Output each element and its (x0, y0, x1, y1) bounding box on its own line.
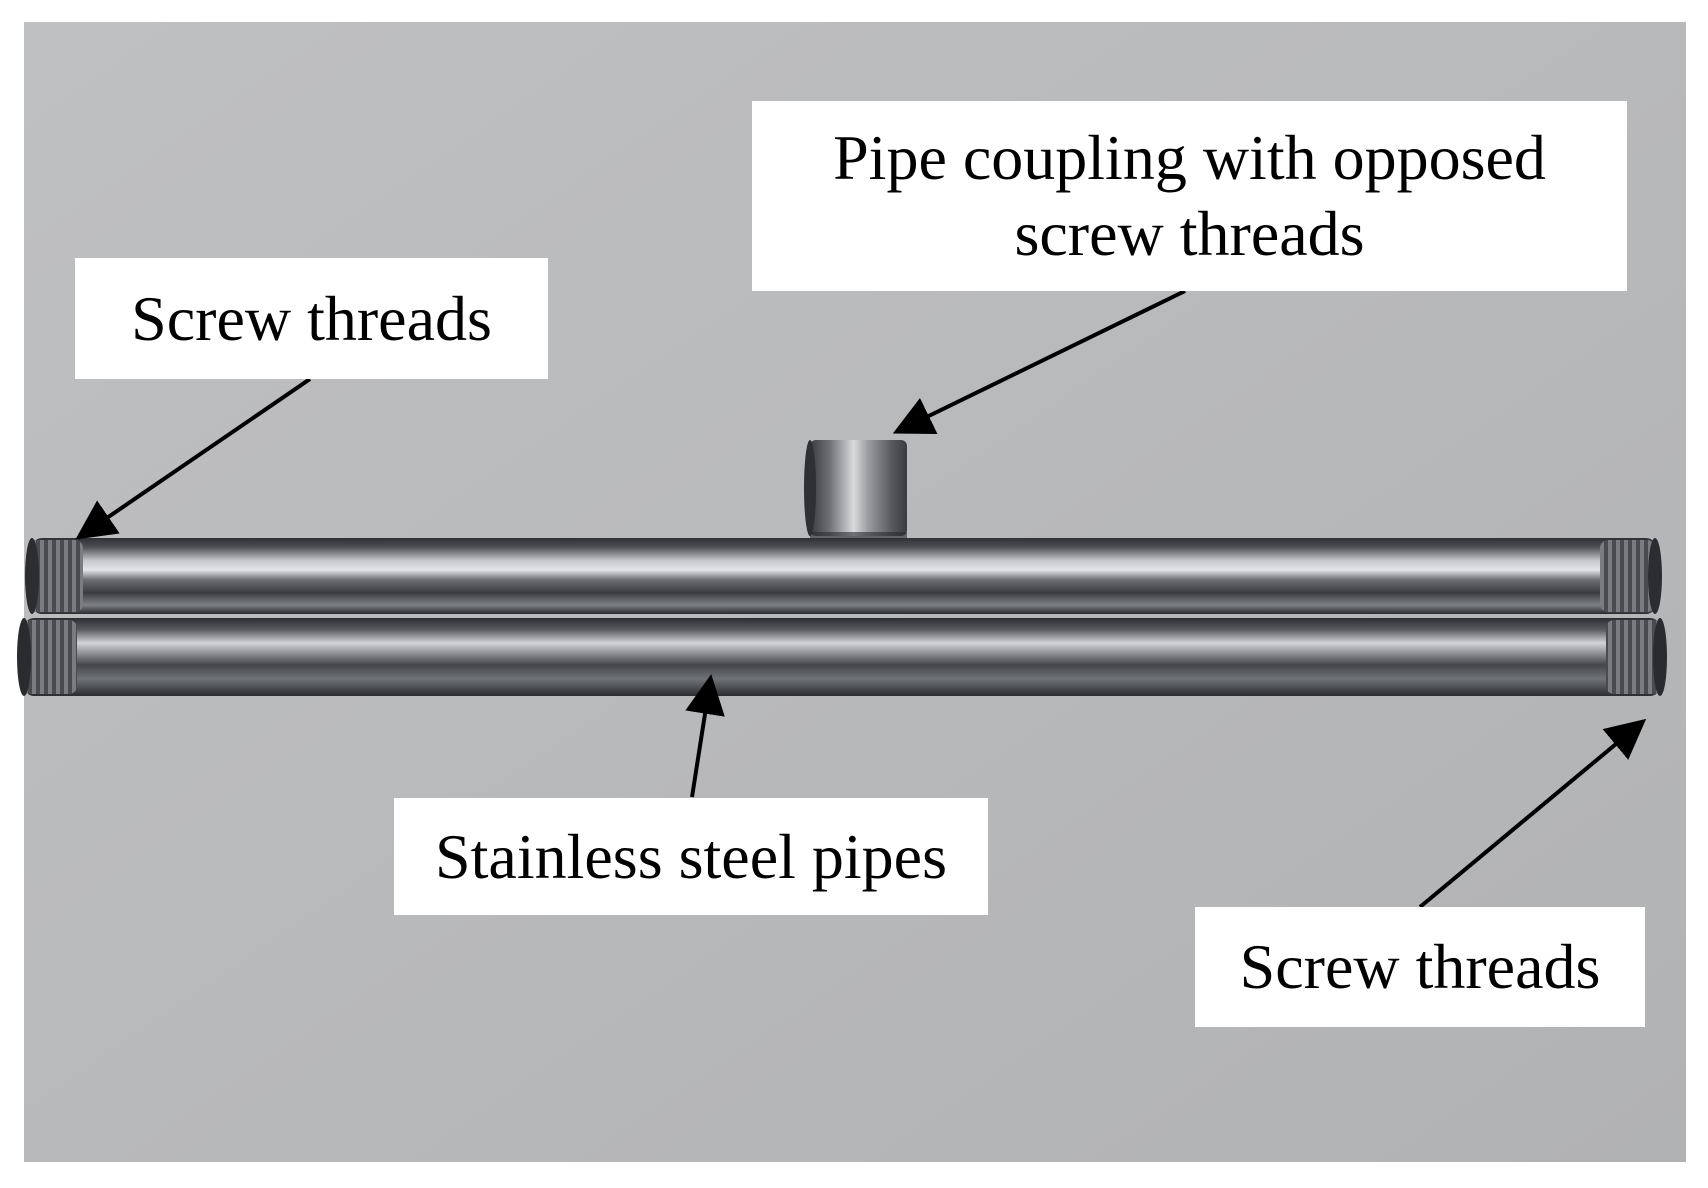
label-screw-threads-right: Screw threads (1195, 907, 1645, 1027)
lower-pipe (17, 618, 1667, 696)
label-text: Stainless steel pipes (435, 820, 947, 892)
label-text-line1: Pipe coupling with opposed (833, 122, 1546, 193)
label-stainless-steel-pipes: Stainless steel pipes (394, 798, 988, 915)
arrow-stainless-pipes (685, 674, 725, 798)
label-pipe-coupling: Pipe coupling with opposed screw threads (752, 101, 1627, 291)
arrows (75, 289, 1647, 909)
label-text: Screw threads (1239, 931, 1601, 1002)
pipe-coupling (804, 440, 907, 538)
label-text: Screw threads (131, 282, 492, 354)
arrow-screw-threads-right (1418, 718, 1647, 909)
arrow-screw-threads-left (75, 377, 312, 540)
upper-pipe (25, 538, 1662, 614)
arrow-coupling (892, 289, 1186, 434)
label-screw-threads-left: Screw threads (75, 258, 548, 379)
label-text-line2: screw threads (1014, 198, 1365, 269)
